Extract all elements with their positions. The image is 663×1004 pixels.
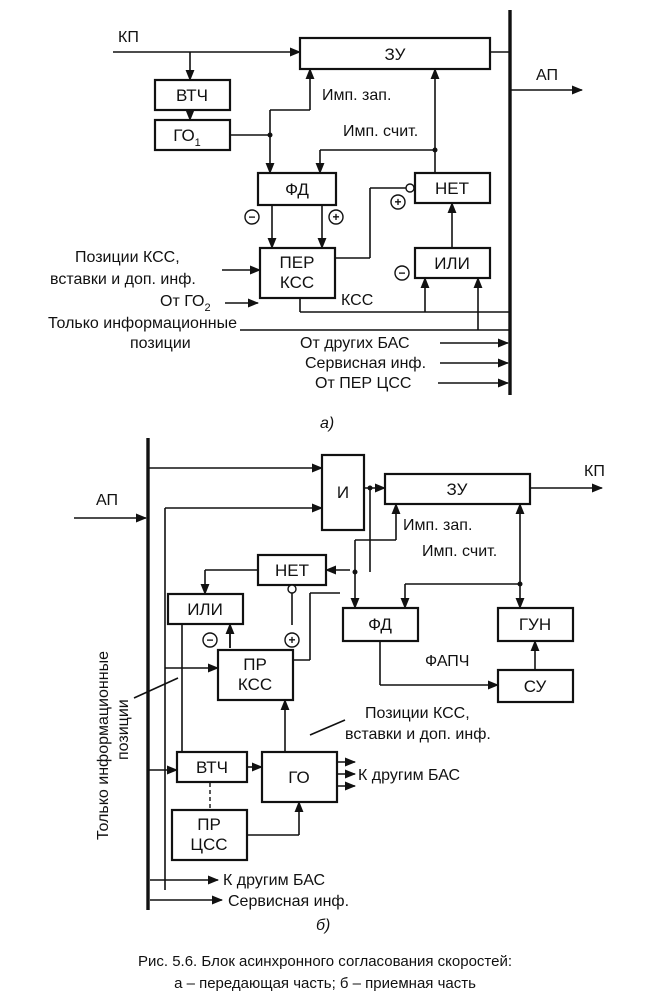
zu-block-b	[383, 472, 532, 506]
imp-schit-b: Имп. счит.	[422, 543, 497, 560]
net-block-a	[413, 171, 492, 205]
svg-text:НЕТ: НЕТ	[275, 561, 309, 580]
svg-text:КСС: КСС	[238, 675, 272, 694]
fd-block-a	[256, 171, 338, 207]
imp-zap-a: Имп. зап.	[322, 87, 391, 104]
only-info-a-1: Только информационные	[48, 315, 237, 332]
svg-text:ПЕР: ПЕР	[280, 253, 315, 272]
kp-label-a: КП	[118, 29, 139, 46]
svg-text:−: −	[248, 210, 255, 224]
su-block-b	[496, 668, 575, 704]
svg-text:ИЛИ: ИЛИ	[187, 600, 223, 619]
only-info-b-2: позиции	[115, 699, 132, 760]
service-a: Сервисная инф.	[305, 355, 426, 372]
label-b: б)	[316, 917, 330, 934]
svg-text:+: +	[288, 633, 295, 647]
fapch-label-b: ФАПЧ	[425, 653, 469, 670]
pos-kss-a-2: вставки и доп. инф.	[50, 271, 196, 288]
kss-label-a: КСС	[341, 292, 373, 309]
svg-text:ВТЧ: ВТЧ	[176, 86, 208, 105]
svg-text:СУ: СУ	[524, 677, 547, 696]
service-b: Сервисная инф.	[228, 893, 349, 910]
pos-kss-b-1: Позиции КСС,	[365, 705, 470, 722]
only-info-b-1: Только информационные	[95, 651, 112, 840]
caption-line-2: а – передающая часть; б – приемная часть	[174, 975, 476, 992]
diagram-a: КП АП ЗУ ВТЧ ГО1 Имп. зап. Имп. счит.	[48, 10, 584, 432]
i-block-b	[320, 453, 366, 532]
label-a: а)	[320, 415, 334, 432]
ili-block-a	[413, 246, 492, 280]
svg-text:И: И	[337, 483, 349, 502]
ap-label-b: АП	[96, 492, 118, 509]
svg-text:ИЛИ: ИЛИ	[434, 254, 470, 273]
svg-text:ФД: ФД	[368, 615, 392, 634]
k-drugim-b-2: К другим БАС	[223, 872, 325, 889]
ili-block-b	[166, 592, 245, 626]
svg-text:+: +	[394, 195, 401, 209]
svg-text:ГО: ГО	[288, 768, 309, 787]
svg-text:ГО1: ГО1	[173, 126, 201, 149]
ap-label-a: АП	[536, 67, 558, 84]
pr-kss-block-b	[216, 648, 295, 702]
svg-text:ГУН: ГУН	[519, 615, 551, 634]
zu-block-a	[298, 36, 492, 71]
svg-text:ПР: ПР	[197, 815, 221, 834]
svg-text:КСС: КСС	[280, 273, 314, 292]
imp-zap-b: Имп. зап.	[403, 517, 472, 534]
ot-go2-a: От ГО2	[160, 293, 211, 314]
ot-drugih-a: От других БАС	[300, 335, 410, 352]
go-block-b	[260, 750, 339, 804]
diagram-b: АП И ЗУ КП Имп. зап. Имп. счит. НЕТ	[74, 438, 605, 934]
pos-kss-b-2: вставки и доп. инф.	[345, 726, 491, 743]
caption-line-1: Рис. 5.6. Блок асинхронного согласования…	[138, 953, 512, 970]
svg-text:ПР: ПР	[243, 655, 267, 674]
pos-kss-a-1: Позиции КСС,	[75, 249, 180, 266]
ot-per-tss-a: От ПЕР ЦСС	[315, 375, 411, 392]
svg-text:ЦСС: ЦСС	[190, 835, 227, 854]
kp-label-b: КП	[584, 463, 605, 480]
imp-schit-a: Имп. счит.	[343, 123, 418, 140]
svg-text:ЗУ: ЗУ	[385, 45, 406, 64]
svg-text:НЕТ: НЕТ	[435, 179, 469, 198]
svg-text:ФД: ФД	[285, 180, 309, 199]
svg-text:−: −	[206, 633, 213, 647]
svg-text:ВТЧ: ВТЧ	[196, 758, 228, 777]
vtch-block-b	[175, 750, 249, 784]
svg-text:+: +	[332, 210, 339, 224]
k-drugim-b-1: К другим БАС	[358, 767, 460, 784]
only-info-a-2: позиции	[130, 335, 191, 352]
svg-text:ЗУ: ЗУ	[447, 480, 468, 499]
fd-block-b	[341, 606, 420, 643]
svg-text:−: −	[398, 266, 405, 280]
